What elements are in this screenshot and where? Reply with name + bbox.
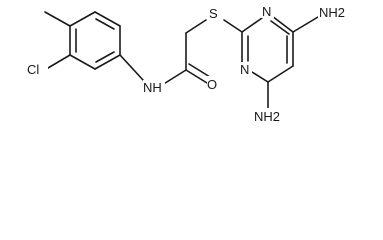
bond-ch2-s bbox=[185, 19, 207, 34]
bond-ring-double-2 bbox=[95, 51, 115, 63]
bond-ring-double-1 bbox=[95, 18, 115, 30]
bond-pyr-c5-c6 bbox=[267, 65, 294, 83]
bond-chloro bbox=[47, 54, 71, 69]
atom-label-thioether-s: S bbox=[209, 6, 218, 21]
bond-pyr-double-3 bbox=[270, 20, 290, 35]
bond-pyr-n-upper-c4 bbox=[271, 15, 294, 33]
bond-ring-f bbox=[69, 11, 96, 27]
atom-label-chloro: Cl bbox=[27, 62, 39, 77]
atom-label-ring-n-upper: N bbox=[262, 4, 271, 19]
bond-pyr-c6-n-lower bbox=[251, 71, 269, 83]
bond-nh-carbonyl bbox=[161, 69, 187, 86]
benzene-ring bbox=[69, 11, 121, 70]
atom-label-ring-n-lower: N bbox=[240, 62, 249, 77]
bond-ring-a bbox=[94, 11, 121, 27]
structure-canvas: Cl NH O S N N NH2 NH2 bbox=[27, 4, 346, 124]
bond-s-c2 bbox=[223, 19, 243, 33]
bond-ring-c bbox=[94, 54, 121, 70]
molecule-structure: Cl NH O S N N NH2 NH2 bbox=[27, 4, 346, 124]
atom-label-amine-lower: NH2 bbox=[254, 109, 280, 124]
bond-carbonyl-o-1 bbox=[185, 69, 208, 84]
atom-label-carbonyl-o: O bbox=[207, 77, 217, 92]
bond-c4-amine bbox=[292, 16, 319, 33]
pyrimidine-ring bbox=[241, 15, 294, 83]
atom-label-amine-upper: NH2 bbox=[319, 5, 345, 20]
bond-methyl bbox=[44, 11, 71, 27]
atom-label-amide-nh: NH bbox=[143, 80, 162, 95]
bond-ring-nh bbox=[119, 54, 144, 81]
bond-carbonyl-o-2 bbox=[188, 63, 211, 78]
bond-pyr-c2-n-upper bbox=[241, 17, 263, 33]
bond-ring-d bbox=[69, 54, 96, 70]
